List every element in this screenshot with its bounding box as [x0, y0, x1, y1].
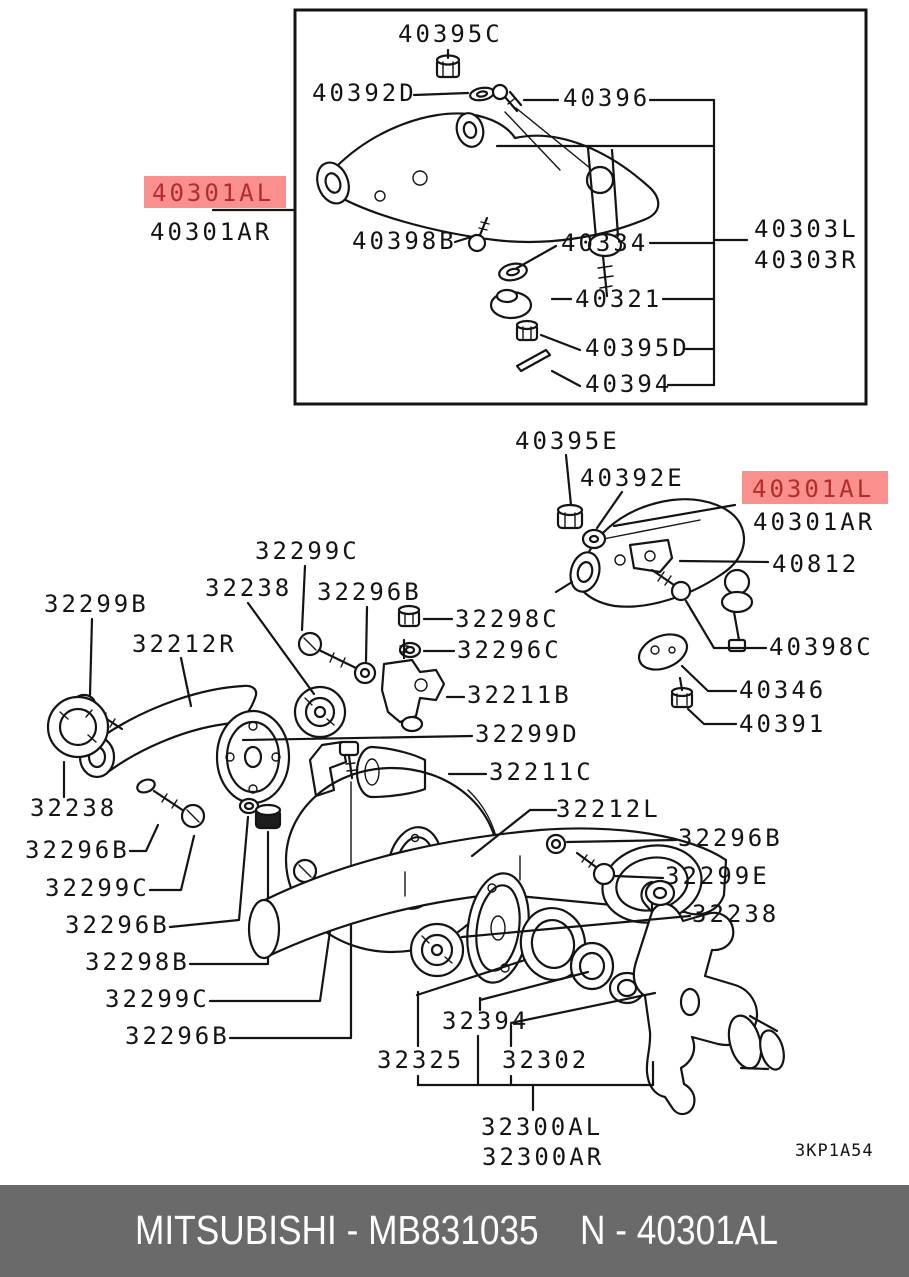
part-label-40392D: 40392D [312, 79, 417, 107]
nut-32298C-icon [397, 604, 421, 628]
frame-box [293, 8, 868, 406]
part-label-32238-1: 32238 [205, 574, 292, 602]
bottom-leaders [415, 808, 692, 1112]
nut-32296B-1-icon [353, 661, 377, 685]
part-label-32300AR: 32300AR [482, 1143, 604, 1171]
part-label-32296C: 32296C [457, 636, 562, 664]
part-label-40321: 40321 [575, 285, 662, 313]
kingpin-40396-icon [491, 83, 523, 113]
part-label-32299C-1: 32299C [255, 537, 360, 565]
part-label-40396: 40396 [563, 84, 650, 112]
part-label-32302: 32302 [502, 1046, 589, 1074]
upper-control-arm-drawing [316, 107, 660, 298]
bolt-40398C-icon [650, 568, 692, 602]
part-label-40398B: 40398B [352, 227, 457, 255]
bolt-32299E-icon [575, 851, 616, 886]
part-label-40812: 40812 [772, 550, 859, 578]
part-label-40394: 40394 [585, 370, 672, 398]
part-label-32296B-4: 32296B [125, 1022, 230, 1050]
highlight-40301AL-mid[interactable] [742, 471, 888, 504]
part-label-40391: 40391 [739, 710, 826, 738]
part-label-32212R: 32212R [132, 630, 237, 658]
nut-40395D-icon [515, 319, 539, 342]
part-label-32299B: 32299B [44, 590, 149, 618]
part-label-32298B: 32298B [85, 948, 190, 976]
bearing-flange-32325-icon [466, 872, 530, 984]
washer-40334-icon [498, 262, 528, 282]
washer-40392D-icon [469, 86, 495, 102]
upper-arm-box-group: 40395C 40392D 40396 40301AL 40301AR 4039… [144, 8, 868, 406]
part-label-32296B-3: 32296B [65, 911, 170, 939]
bolt-32299C-1-icon [297, 631, 358, 670]
pin-40394-icon [515, 348, 552, 373]
part-label-32299E: 32299E [665, 862, 770, 890]
nut-32296B-5-icon [545, 833, 567, 855]
part-label-32296B-2: 32296B [25, 836, 130, 864]
part-label-40301AR-mid: 40301AR [753, 508, 875, 536]
bushing-32238-2-icon [46, 695, 110, 759]
mid-assembly-leaders [564, 453, 770, 726]
top-box-leaders [211, 48, 749, 388]
part-label-40301AL-top[interactable]: 40301AL [152, 179, 274, 207]
sheet-code: 3KP1A54 [795, 1141, 874, 1161]
part-label-40301AL-mid[interactable]: 40301AL [752, 475, 874, 503]
bolt-40398B-icon [467, 216, 490, 253]
part-label-40395D: 40395D [585, 334, 690, 362]
part-label-32238-3: 32238 [692, 900, 779, 928]
part-label-40398C: 40398C [769, 633, 874, 661]
part-label-32211C: 32211C [489, 758, 594, 786]
bushing-32238-1-icon [293, 685, 347, 739]
part-label-32299C-3: 32299C [105, 985, 210, 1013]
footer-reference: N - 40301AL [580, 1207, 778, 1253]
nut-40395E-icon [556, 503, 584, 530]
lower-arm-knuckle-group: 32212L 32296B 32299E 32238 32394 32325 3… [247, 766, 785, 1171]
part-label-40346: 40346 [739, 676, 826, 704]
left-cluster-leaders [88, 564, 488, 776]
bumper-32211C-icon [308, 740, 427, 799]
seal-32394-icon [569, 941, 615, 991]
part-label-32212L: 32212L [556, 795, 661, 823]
cam-plate-40346-icon [637, 633, 689, 671]
washer-32296B-3-icon [238, 797, 260, 815]
part-label-32300AL: 32300AL [481, 1113, 603, 1141]
bushing-32238-3-icon [409, 922, 465, 978]
part-label-32238-2: 32238 [30, 794, 117, 822]
part-label-40395E: 40395E [515, 427, 620, 455]
part-label-40392E: 40392E [580, 464, 685, 492]
knuckle-32300-drawing [632, 879, 785, 1116]
part-label-40303R: 40303R [754, 246, 859, 274]
part-label-32211B: 32211B [467, 681, 572, 709]
part-label-32296B-5: 32296B [678, 824, 783, 852]
footer-brand-part: MITSUBISHI - MB831035 [135, 1207, 539, 1253]
nut-32298B-icon [254, 803, 282, 830]
washer-screw-32299C-2-icon [136, 778, 206, 829]
part-label-32299C-2: 32299C [45, 874, 150, 902]
bracket-32211B-icon [380, 638, 446, 733]
part-label-32394: 32394 [442, 1007, 529, 1035]
upper-control-arm-2-drawing [554, 498, 754, 653]
washer-40392E-icon [581, 528, 607, 550]
fastener-staircase-group: 32238 32296B 32299C 32296B 32298B 32299C… [25, 695, 364, 1050]
staircase-leaders [62, 760, 353, 1040]
dust-cover-40321-icon [489, 288, 533, 320]
highlight-40301AL-top[interactable] [144, 176, 286, 208]
part-label-40301AR-top: 40301AR [150, 218, 272, 246]
part-label-32298C: 32298C [455, 605, 560, 633]
part-label-40395C: 40395C [398, 20, 503, 48]
trailing-arm-32212R-drawing [78, 684, 291, 805]
part-label-32299D: 32299D [475, 720, 580, 748]
part-label-40303L: 40303L [754, 215, 859, 243]
part-label-40334: 40334 [561, 229, 648, 257]
trailing-arm-upper-group: 32299C 32238 32296B 32299B 32212R 32298C… [44, 537, 594, 897]
part-label-32325: 32325 [377, 1046, 464, 1074]
upper-arm-assembly-2: 40395E 40392E 40301AL 40301AR 40812 4039… [515, 427, 888, 738]
footer-bar: MITSUBISHI - MB831035 N - 40301AL [0, 1185, 909, 1277]
nut-40391-icon [670, 676, 694, 709]
part-label-32296B-1: 32296B [317, 578, 422, 606]
